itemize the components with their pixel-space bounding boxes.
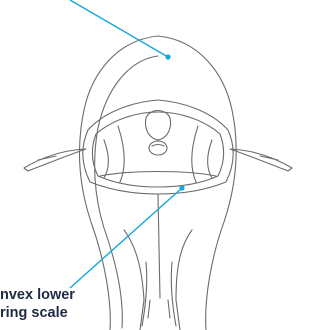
cavity-rim-inner (92, 112, 223, 187)
upper-callout-leader (70, 0, 168, 57)
central-mound (146, 111, 171, 141)
lower-callout-dot (179, 185, 184, 190)
lower-callout-line-1: nvex lower (0, 286, 150, 304)
left-spine (24, 149, 86, 171)
neck-right (176, 230, 192, 330)
lower-callout-label: nvex lower ring scale (0, 286, 150, 322)
lower-callout-leader (70, 188, 182, 288)
right-spine (230, 149, 292, 171)
upper-callout-dot (165, 54, 170, 59)
central-bulb (149, 141, 167, 155)
stalk-ridge-right (171, 262, 176, 326)
lower-callout-line-2: ring scale (0, 304, 150, 322)
cavity-rim-outer (83, 100, 233, 194)
